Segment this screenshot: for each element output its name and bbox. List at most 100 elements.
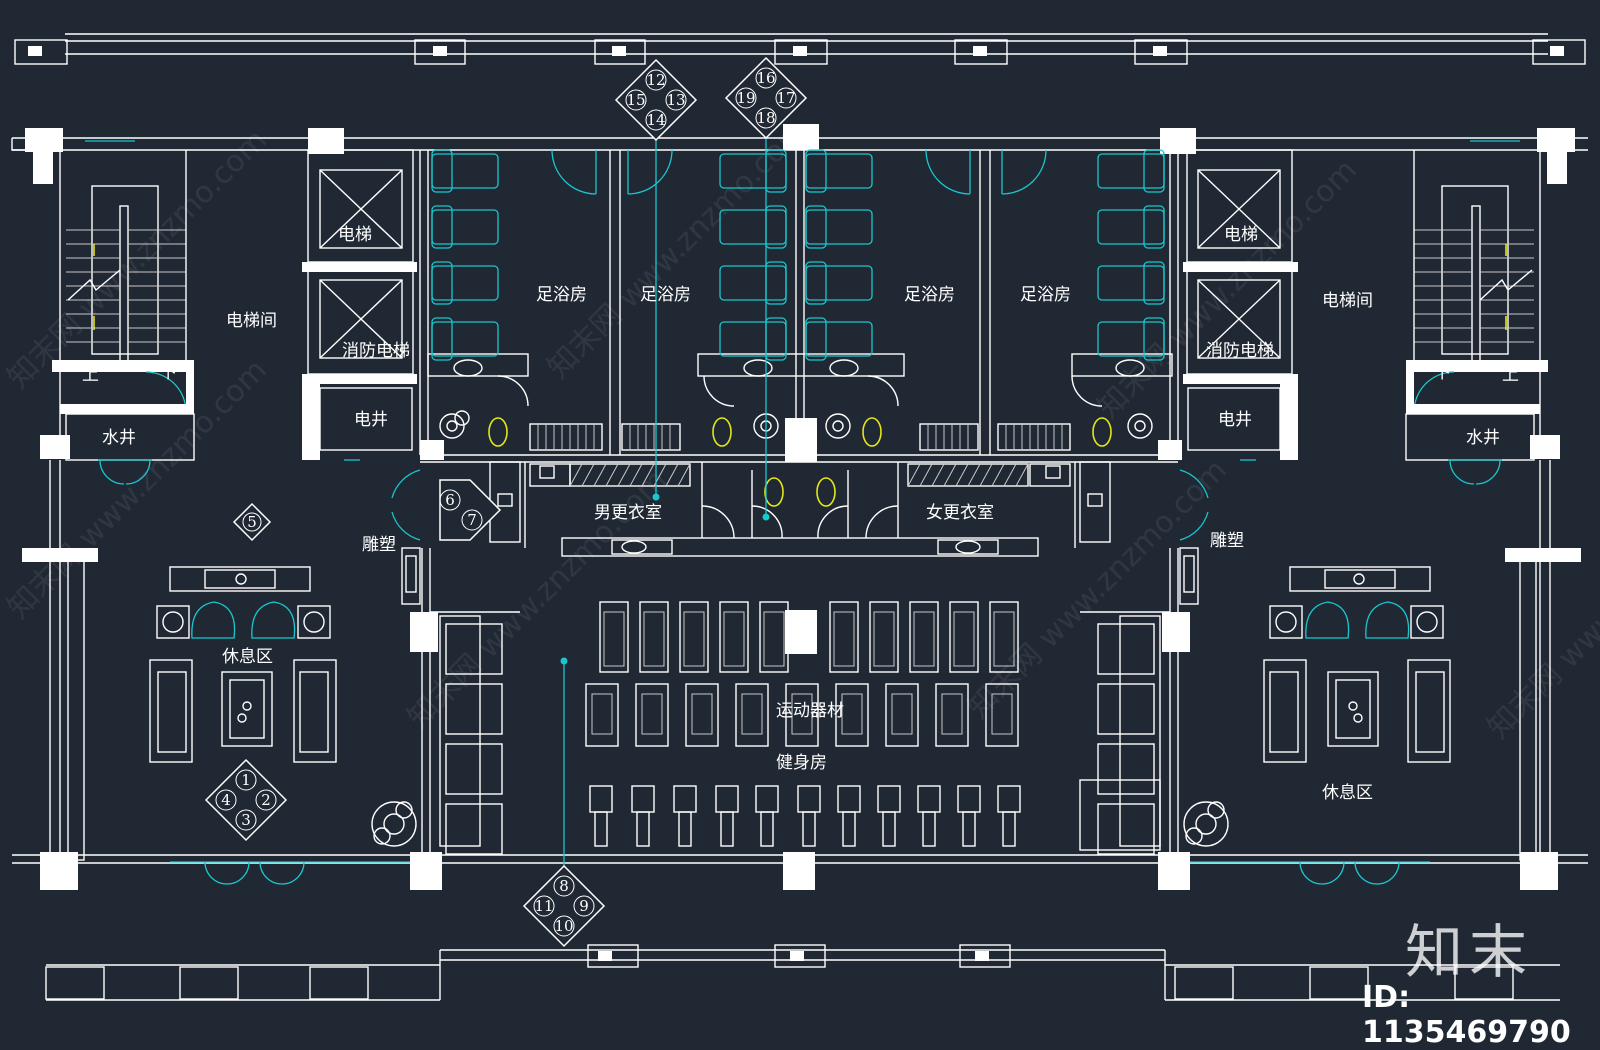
exercise-bike-seat <box>791 693 813 735</box>
locker-rooms <box>391 461 1209 557</box>
stair-up-label: 上 <box>1502 365 1519 385</box>
weight-machine <box>1097 683 1155 735</box>
exercise-bike-seat <box>891 693 913 735</box>
exercise-bike <box>735 683 769 747</box>
weight-machine <box>1097 743 1155 795</box>
stepper-machine <box>755 785 779 813</box>
foot-bath-chair <box>431 209 499 245</box>
exercise-bike <box>685 683 719 747</box>
gym-label: 健身房 <box>776 753 827 773</box>
exercise-bike <box>585 683 619 747</box>
stair-up-label: 上 <box>82 365 99 385</box>
foot-bath-walls <box>419 149 1179 463</box>
view-number: 17 <box>776 89 795 107</box>
weight-machine <box>445 623 503 675</box>
stair-down-label: 下 <box>1434 363 1451 383</box>
lounge-label: 休息区 <box>1322 783 1373 803</box>
treadmill <box>949 601 979 673</box>
foot-bath-chair-back <box>1143 317 1165 361</box>
view-tag-1-4: 1 2 3 4 <box>204 758 288 842</box>
foot-bath-chair-back <box>1143 149 1165 193</box>
treadmill-belt <box>953 611 975 667</box>
treadmill <box>989 601 1019 673</box>
foot-bath-chair <box>431 321 499 357</box>
weight-machine <box>1097 623 1155 675</box>
foot-bath-chair-back <box>805 149 827 193</box>
foot-bath-chair-back <box>805 205 827 249</box>
stepper-machine <box>589 785 613 813</box>
lounge-right <box>1263 566 1451 763</box>
exercise-bike-seat <box>841 693 863 735</box>
treadmill <box>719 601 749 673</box>
weight-machine <box>445 683 503 735</box>
weight-machine <box>445 803 503 855</box>
treadmill-belt <box>913 611 935 667</box>
weight-machine <box>1097 803 1155 855</box>
elevator-hall-label: 电梯间 <box>1322 291 1373 311</box>
foot-bath-chair <box>719 321 787 357</box>
stepper-base <box>1002 811 1016 847</box>
view-number: 14 <box>646 111 665 129</box>
stepper-machine <box>957 785 981 813</box>
view-number: 10 <box>554 917 573 935</box>
view-number: 2 <box>261 791 271 809</box>
treadmill <box>869 601 899 673</box>
stepper-base <box>636 811 650 847</box>
view-number: 19 <box>736 89 755 107</box>
stepper-base <box>882 811 896 847</box>
fire-elevator-label: 消防电梯 <box>342 341 410 361</box>
right-core <box>1183 149 1560 485</box>
treadmill-belt <box>763 611 785 667</box>
foot-bath-chair <box>1097 265 1165 301</box>
electrical-shaft-label: 电井 <box>354 410 388 430</box>
foot-bath-room-label: 足浴房 <box>1020 285 1071 305</box>
sculpture-label: 雕塑 <box>1210 531 1244 551</box>
men-locker-room-label: 男更衣室 <box>594 503 662 523</box>
foot-bath-chair <box>719 265 787 301</box>
gym-equipment-label: 运动器材 <box>776 701 844 721</box>
toilets <box>488 417 1112 507</box>
view-tag-16-19: 16 17 18 19 <box>724 56 808 140</box>
exercise-bike-seat <box>741 693 763 735</box>
treadmill-belt <box>993 611 1015 667</box>
stepper-base <box>720 811 734 847</box>
stepper-base <box>922 811 936 847</box>
water-shaft-label: 水井 <box>102 428 136 448</box>
treadmill-belt <box>683 611 705 667</box>
exercise-bike <box>935 683 969 747</box>
sculptures <box>401 547 1199 605</box>
foot-bath-chair-back <box>431 205 453 249</box>
watermark: 知末网 www.znzmo.com <box>1 353 274 626</box>
view-number: 15 <box>626 91 645 109</box>
treadmill-belt <box>643 611 665 667</box>
foot-bath-chair <box>1097 153 1165 189</box>
view-number: 12 <box>646 71 665 89</box>
stepper-base <box>842 811 856 847</box>
foot-bath-chair <box>805 153 873 189</box>
women-locker-room-label: 女更衣室 <box>926 503 994 523</box>
stepper-machine <box>877 785 901 813</box>
foot-bath-chair-back <box>431 149 453 193</box>
treadmill <box>759 601 789 673</box>
view-tag-5: 5 <box>232 502 272 542</box>
exercise-bike-seat <box>641 693 663 735</box>
foot-bath-room-label: 足浴房 <box>904 285 955 305</box>
bottom-facade <box>45 944 1560 1001</box>
stepper-machine <box>673 785 697 813</box>
view-leader-lines <box>560 124 770 872</box>
view-number: 18 <box>756 109 775 127</box>
elevator-hall-label: 电梯间 <box>226 311 277 331</box>
exercise-bike-seat <box>941 693 963 735</box>
image-id-label: ID: 1135469790 <box>1362 980 1571 1050</box>
exercise-bike <box>635 683 669 747</box>
view-number: 13 <box>666 91 685 109</box>
view-number: 4 <box>221 791 231 809</box>
foot-bath-chair <box>805 209 873 245</box>
foot-bath-room-label: 足浴房 <box>536 285 587 305</box>
exercise-bike-seat <box>591 693 613 735</box>
stepper-machine <box>917 785 941 813</box>
treadmill-belt <box>833 611 855 667</box>
columns <box>40 124 1558 890</box>
storefront-doors <box>170 861 1430 885</box>
